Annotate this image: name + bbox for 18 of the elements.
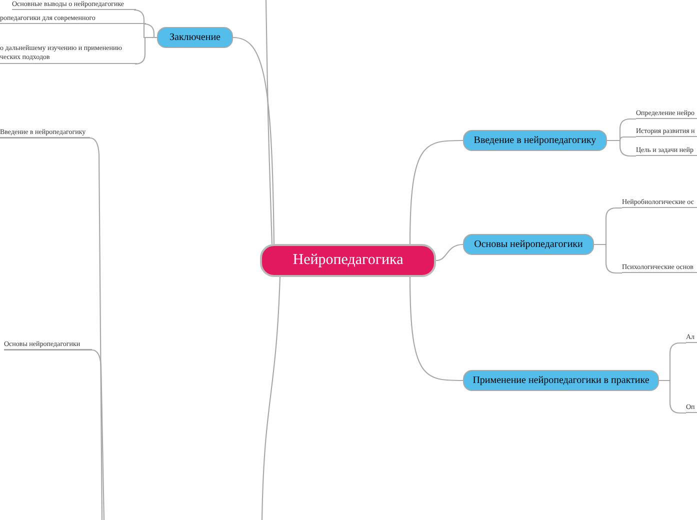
- connector-line: [261, 276, 281, 520]
- connector-line: [594, 244, 622, 274]
- connector-line: [0, 137, 103, 520]
- topic-box: Введение в нейропедагогику: [463, 130, 607, 151]
- connector-line: [659, 380, 686, 414]
- connector-line: [436, 244, 464, 262]
- connector-line: [143, 23, 157, 38]
- connector-line: [409, 277, 463, 382]
- connector-line: [232, 36, 275, 244]
- topic-box: Основы нейропедагогики: [463, 234, 594, 255]
- topic-box: Заключение: [157, 27, 233, 48]
- connector-line: [265, 0, 273, 244]
- topic-box: Применение нейропедагогики в практике: [463, 370, 659, 391]
- connector-line: [134, 36, 157, 65]
- connector-line: [607, 140, 636, 157]
- connector-line: [409, 140, 463, 244]
- connector-line: [4, 349, 105, 520]
- central-topic: Нейропедагогика: [260, 244, 436, 277]
